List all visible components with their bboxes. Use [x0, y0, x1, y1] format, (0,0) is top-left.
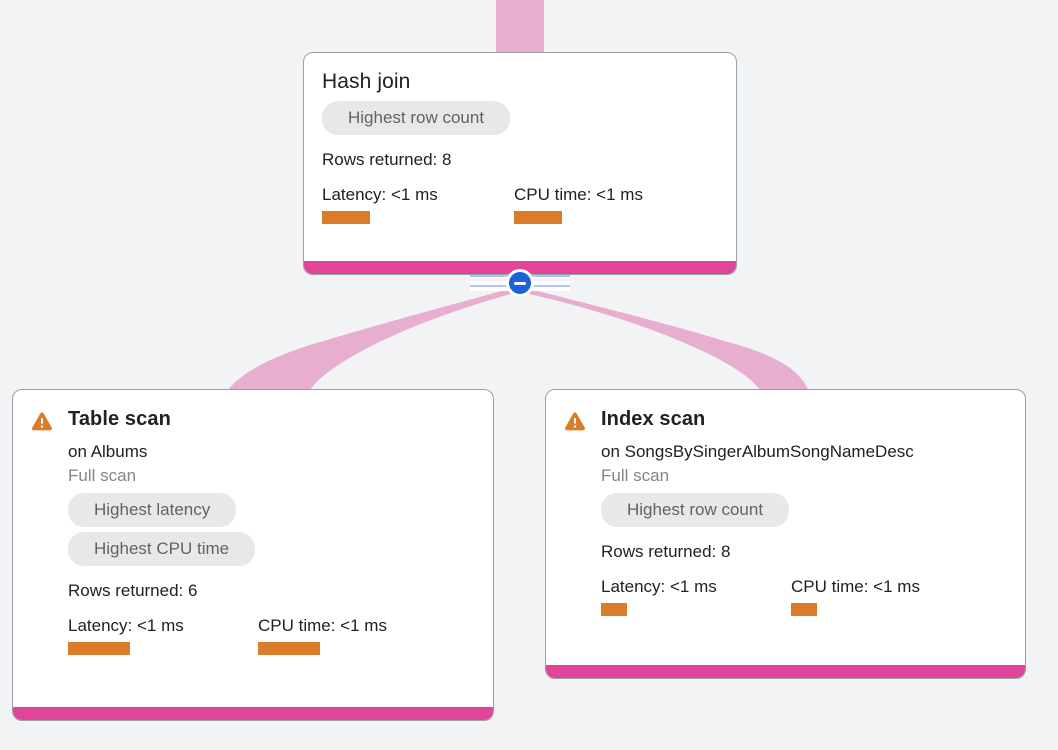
edge-hashjoin-to-tablescan: [228, 288, 518, 390]
node-subtitle: on Albums: [68, 442, 148, 461]
node-scan-type: Full scan: [68, 466, 137, 485]
warning-triangle-icon: [32, 412, 52, 431]
chip-highest-latency[interactable]: Highest latency: [68, 493, 237, 527]
metric-latency-label: Latency: <1 ms: [601, 577, 717, 596]
chip-highest-row-count[interactable]: Highest row count: [322, 101, 511, 135]
node-card-table-scan[interactable]: Table scan on Albums Full scan Highest l…: [12, 389, 494, 721]
metric-cpu-time: CPU time: <1 ms: [514, 184, 643, 224]
node-content: Index scan on SongsBySingerAlbumSongName…: [601, 406, 920, 616]
metric-cpu-time-label: CPU time: <1 ms: [514, 185, 643, 204]
node-metrics: Latency: <1 ms CPU time: <1 ms: [601, 576, 920, 616]
metric-latency-label: Latency: <1 ms: [68, 616, 184, 635]
node-scan-type: Full scan: [601, 466, 670, 485]
warning-triangle-icon: [565, 412, 585, 431]
node-body: Hash join Highest row count Rows returne…: [304, 53, 736, 234]
metric-cpu-time-bar: [258, 642, 320, 655]
chip-highest-cpu-time[interactable]: Highest CPU time: [68, 532, 256, 566]
node-title: Index scan: [601, 408, 706, 430]
rows-returned: Rows returned: 6: [68, 581, 198, 600]
metric-latency: Latency: <1 ms: [601, 576, 791, 616]
node-title: Table scan: [68, 408, 171, 430]
metric-cpu-time-label: CPU time: <1 ms: [791, 577, 920, 596]
node-content: Hash join Highest row count Rows returne…: [322, 69, 643, 224]
metric-cpu-time-bar: [791, 603, 817, 616]
node-chips: Highest row count: [322, 101, 643, 140]
node-chips: Highest row count: [601, 493, 920, 532]
rows-returned: Rows returned: 8: [322, 150, 452, 169]
node-metrics: Latency: <1 ms CPU time: <1 ms: [68, 615, 387, 655]
node-chips: Highest latency Highest CPU time: [68, 493, 387, 571]
node-body: Table scan on Albums Full scan Highest l…: [13, 390, 493, 665]
metric-latency-label: Latency: <1 ms: [322, 185, 438, 204]
node-header: Hash join Highest row count Rows returne…: [322, 69, 718, 224]
node-accent-bar: [13, 707, 493, 720]
metric-latency-bar: [601, 603, 627, 616]
node-header: Index scan on SongsBySingerAlbumSongName…: [564, 406, 1007, 616]
node-title: Hash join: [322, 70, 411, 93]
metric-latency-bar: [322, 211, 370, 224]
node-header: Table scan on Albums Full scan Highest l…: [31, 406, 475, 655]
node-metrics: Latency: <1 ms CPU time: <1 ms: [322, 184, 643, 224]
metric-cpu-time-bar: [514, 211, 562, 224]
metric-latency: Latency: <1 ms: [322, 184, 514, 224]
edge-hashjoin-to-indexscan: [520, 288, 808, 390]
node-subtitle: on SongsBySingerAlbumSongNameDesc: [601, 442, 914, 461]
metric-cpu-time: CPU time: <1 ms: [791, 576, 920, 616]
node-accent-bar: [546, 665, 1025, 678]
metric-latency-bar: [68, 642, 130, 655]
node-card-index-scan[interactable]: Index scan on SongsBySingerAlbumSongName…: [545, 389, 1026, 679]
node-body: Index scan on SongsBySingerAlbumSongName…: [546, 390, 1025, 626]
node-accent-bar: [304, 261, 736, 274]
node-content: Table scan on Albums Full scan Highest l…: [68, 406, 387, 655]
metric-cpu-time: CPU time: <1 ms: [258, 615, 387, 655]
minus-circle-icon[interactable]: [506, 269, 534, 297]
minus-glyph: [514, 281, 526, 285]
chip-highest-row-count[interactable]: Highest row count: [601, 493, 790, 527]
node-card-hash-join[interactable]: Hash join Highest row count Rows returne…: [303, 52, 737, 275]
metric-latency: Latency: <1 ms: [68, 615, 258, 655]
edge-incoming-stem: [496, 0, 544, 57]
rows-returned: Rows returned: 8: [601, 542, 731, 561]
metric-cpu-time-label: CPU time: <1 ms: [258, 616, 387, 635]
